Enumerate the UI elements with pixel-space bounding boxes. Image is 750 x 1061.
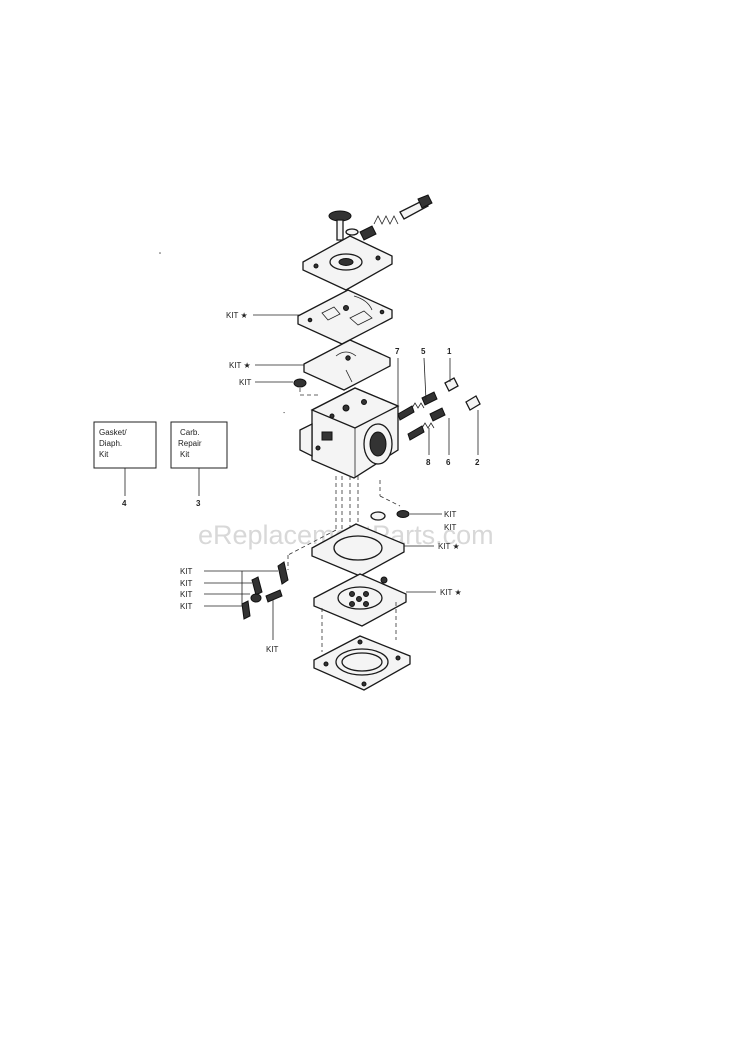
pump-diaphragm: [303, 339, 391, 391]
box-number-3: 3: [196, 499, 201, 508]
callout-8: 8: [426, 458, 431, 467]
callout-6: 6: [446, 458, 451, 467]
callout-5: 5: [421, 347, 426, 356]
mark-small: ⸳: [283, 407, 285, 416]
callout-1: 1: [447, 347, 452, 356]
label-kit-star-4: KIT ★: [440, 588, 462, 597]
metering-lever-parts: [241, 561, 289, 620]
low-speed-needle-assembly: [407, 395, 481, 441]
label-kit-3: KIT: [444, 523, 457, 532]
label-kit-4: KIT: [180, 567, 193, 576]
label-kit-2: KIT: [444, 510, 457, 519]
callout-2: 2: [475, 458, 480, 467]
svg-text:Kit: Kit: [180, 450, 190, 459]
svg-text:Gasket/: Gasket/: [99, 428, 127, 437]
label-kit-6: KIT: [180, 590, 193, 599]
svg-text:Diaph.: Diaph.: [99, 439, 122, 448]
plug-small-1: [370, 511, 386, 521]
carburetor-body: [299, 387, 400, 479]
metering-cover: [313, 635, 411, 691]
label-kit-7: KIT: [180, 602, 193, 611]
callout-7: 7: [395, 347, 400, 356]
high-speed-needle-assembly: [397, 377, 459, 421]
inlet-screen: [293, 378, 307, 388]
svg-text:Kit: Kit: [99, 450, 109, 459]
svg-text:Carb.: Carb.: [180, 428, 200, 437]
label-kit-1: KIT: [239, 378, 252, 387]
label-kit-8: KIT: [266, 645, 279, 654]
kit-box-gasket-diaph: Gasket/ Diaph. Kit 4: [93, 421, 157, 508]
kit-box-carb-repair: Carb. Repair Kit 3: [170, 421, 228, 508]
svg-text:Repair: Repair: [178, 439, 202, 448]
metering-diaphragm: [313, 573, 407, 627]
label-kit-star-3: KIT ★: [438, 542, 460, 551]
label-kit-star-1: KIT ★: [226, 311, 248, 320]
top-adjuster-assembly: [328, 194, 433, 241]
plug-small-2: [396, 510, 410, 518]
metering-gasket: [311, 523, 405, 577]
box-number-4: 4: [122, 499, 127, 508]
label-kit-5: KIT: [180, 579, 193, 588]
pump-gasket: [297, 289, 393, 345]
label-kit-star-2: KIT ★: [229, 361, 251, 370]
